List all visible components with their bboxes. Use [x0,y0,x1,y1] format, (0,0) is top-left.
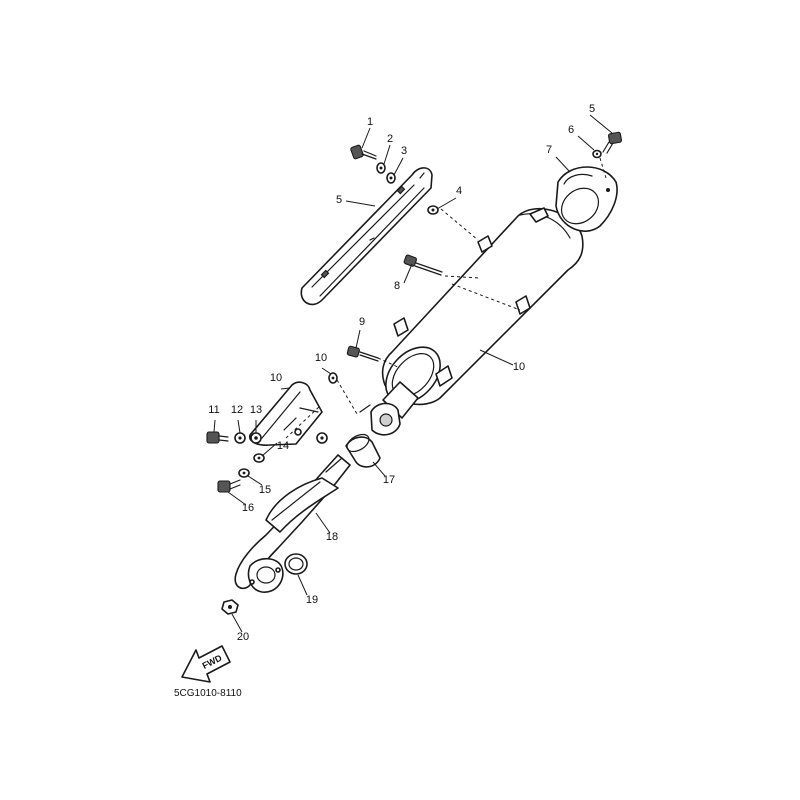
part-10-collar-upper[interactable] [328,372,338,384]
callout-16: 18 [326,531,338,543]
part-1-muffler[interactable] [359,207,584,436]
callout-1: 10 [513,361,525,373]
callout-7: 10 [270,372,282,384]
callout-9: 15 [259,484,271,496]
callout-5-lower: 4 [456,185,462,197]
part-5-grommet-lower[interactable] [427,205,439,215]
fwd-arrow-icon: FWD [181,645,231,683]
callout-20: 8 [394,280,400,292]
callout-2: 5 [336,194,342,206]
callout-14: 5 [589,103,595,115]
part-9-washer[interactable] [238,468,250,478]
washer-unlabeled[interactable] [316,432,328,444]
part-10-collar-middle[interactable] [250,432,262,444]
part-13-end-cap[interactable] [554,166,618,232]
callout-12: 12 [231,404,243,416]
callout-17: 19 [306,594,318,606]
part-12-washer[interactable] [234,432,246,444]
leader-lines [213,114,613,633]
callout-19: 9 [359,316,365,328]
callout-5-upper: 3 [401,145,407,157]
callout-8: 16 [242,502,254,514]
part-14-bolt[interactable] [602,131,623,154]
callout-10-upper: 10 [315,352,327,364]
part-6-joint[interactable] [344,431,381,468]
part-19-bolt[interactable] [346,345,379,362]
part-2-protector[interactable] [300,167,433,306]
callout-labels: 1 2 3 4 5 5 6 7 8 9 10 10 10 11 12 13 14… [208,103,595,643]
part-4-washer[interactable] [376,162,386,174]
callout-3: 1 [367,116,373,128]
callout-13: 7 [546,144,552,156]
part-3-bolt[interactable] [350,144,377,160]
part-18-nut[interactable] [221,599,239,615]
part-17-gasket[interactable] [284,553,308,575]
callout-11: 11 [208,404,219,416]
part-15-washer[interactable] [592,149,602,159]
callout-10-middle: 13 [250,404,262,416]
diagram-code: 5CG1010-8110 [174,688,242,699]
callout-18: 20 [237,631,249,643]
callout-4: 2 [387,133,393,145]
part-11-bolt[interactable] [206,431,229,444]
part-10-collar-lower[interactable] [253,453,265,463]
part-8-bolt[interactable] [217,479,241,493]
callout-6: 17 [383,474,395,486]
part-20-bolt[interactable] [403,254,443,276]
callout-10-lower: 14 [277,440,289,452]
part-16-exhaust-pipe[interactable] [234,454,351,593]
part-5-grommet-upper[interactable] [386,172,396,184]
callout-15: 6 [568,124,574,136]
